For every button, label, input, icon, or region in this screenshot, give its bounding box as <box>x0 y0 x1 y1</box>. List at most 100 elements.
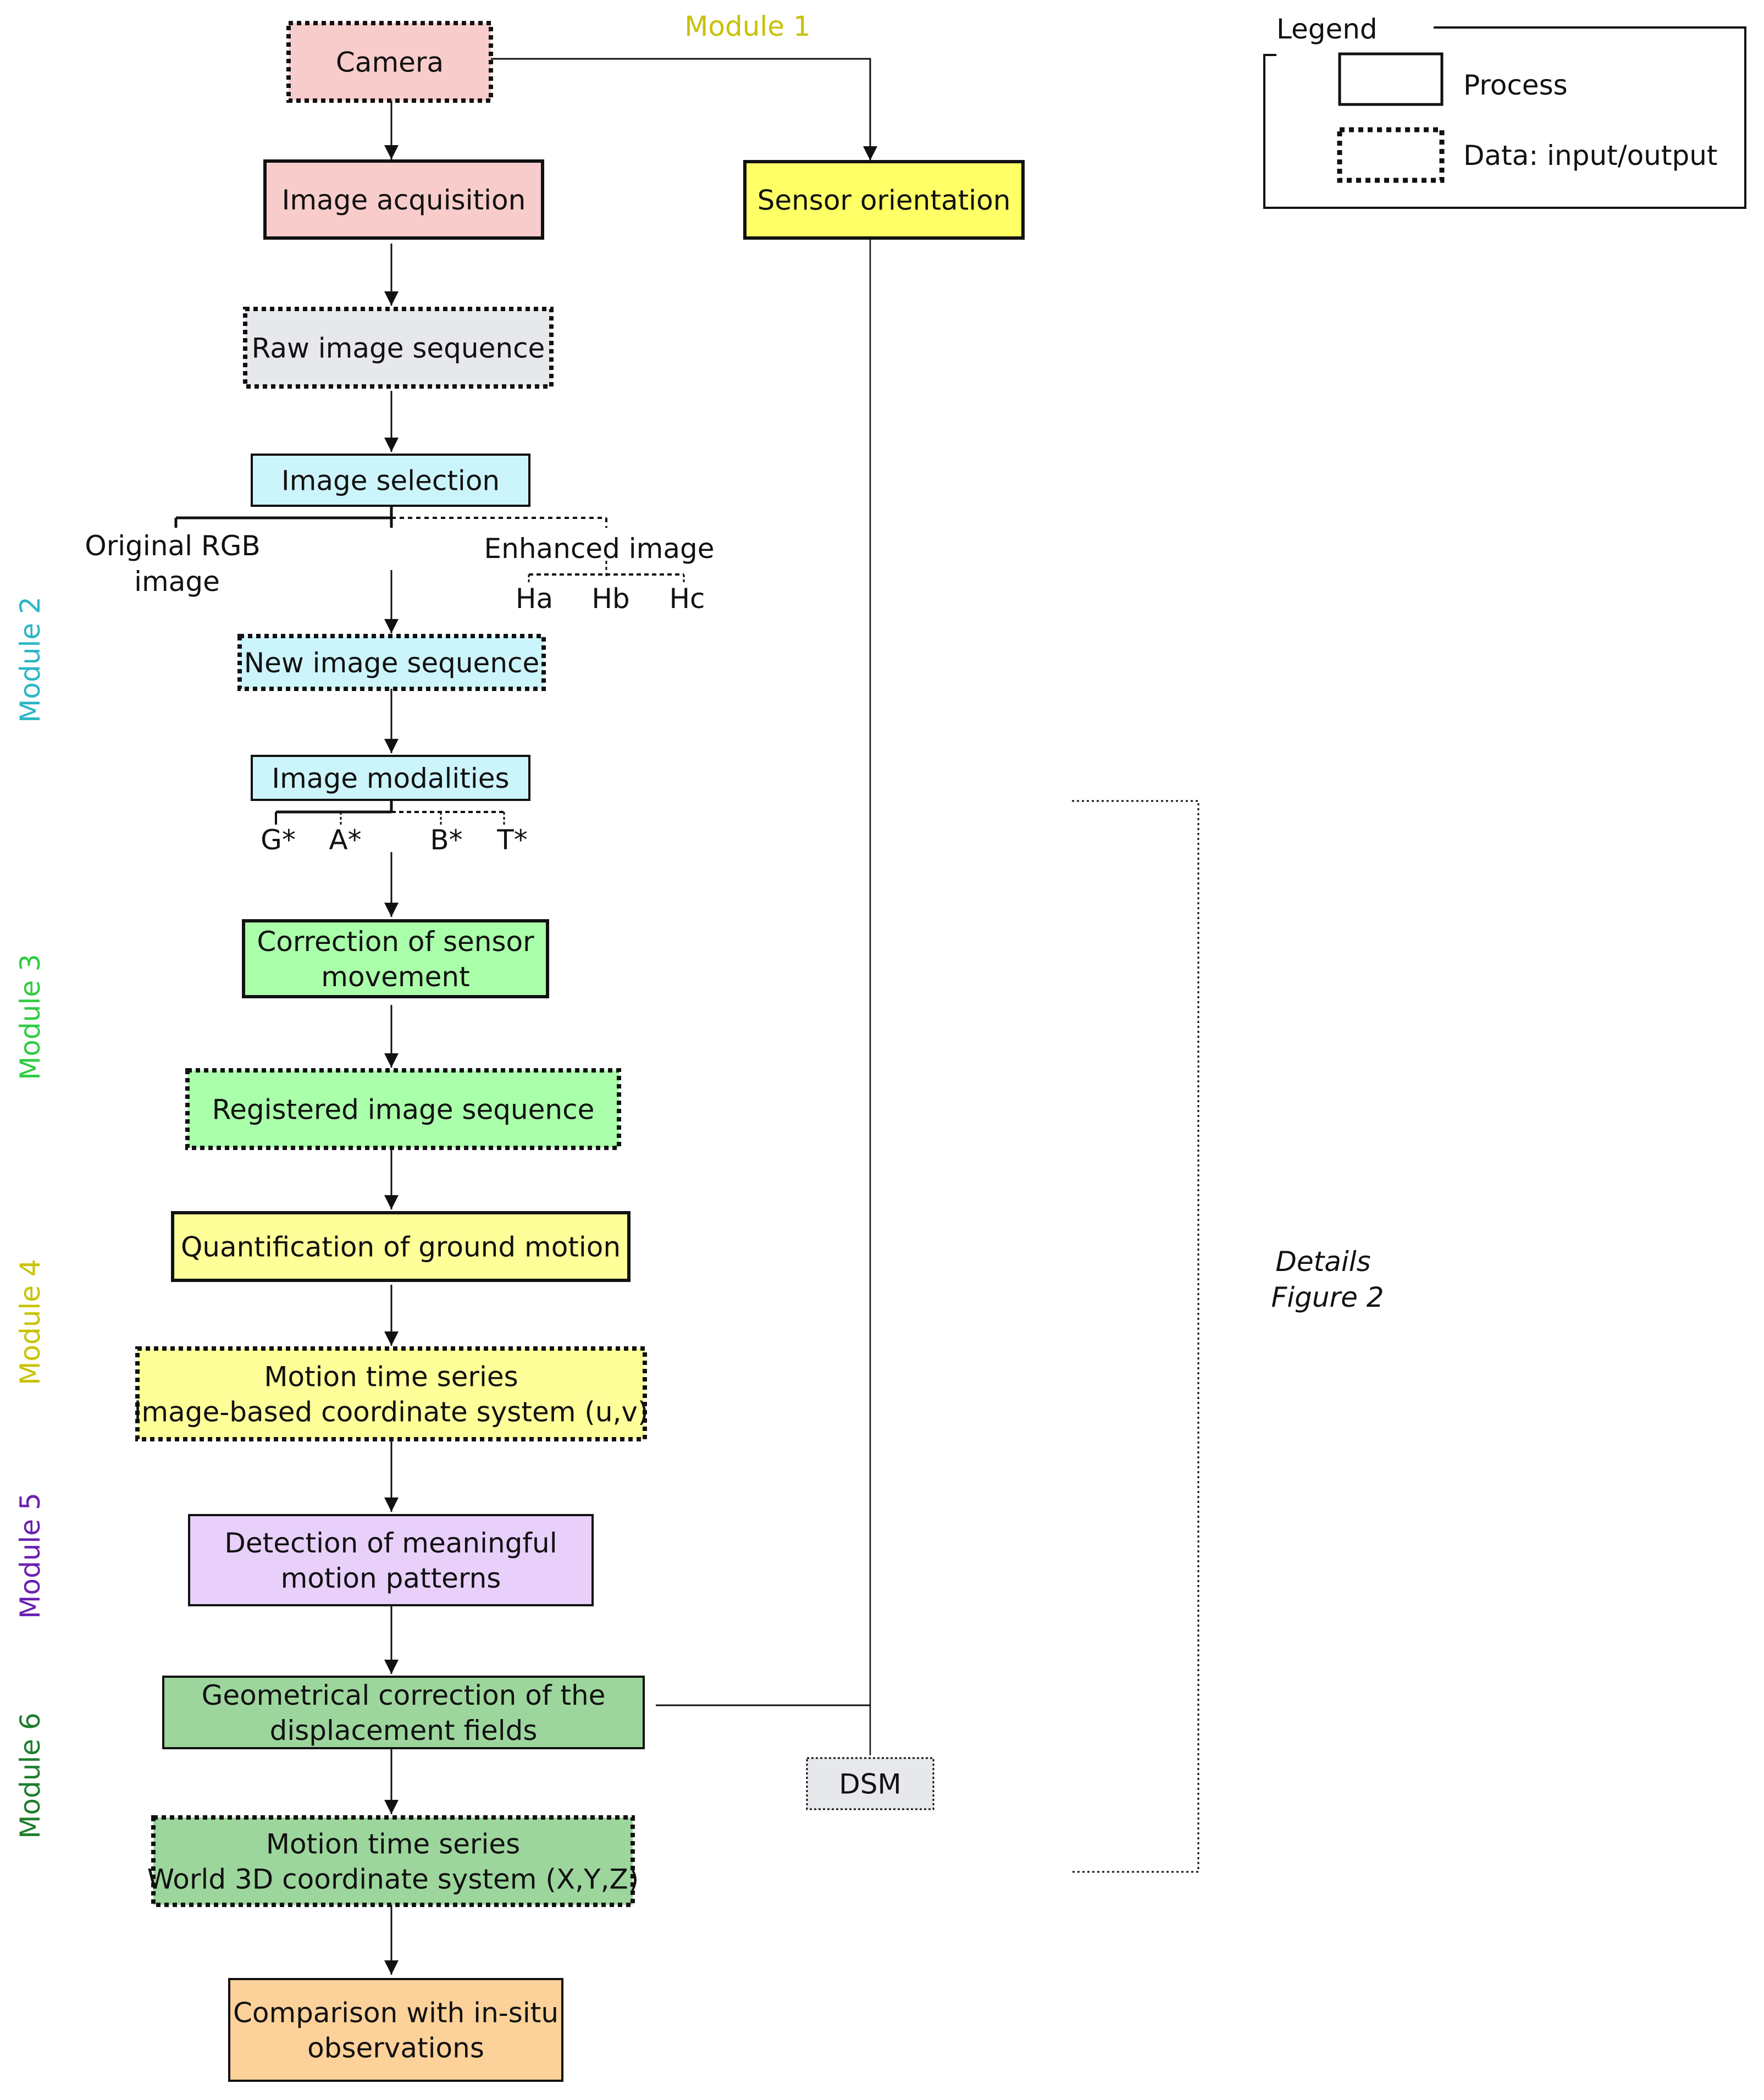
dsm-line: DSM <box>839 1769 901 1800</box>
registered-sequence-node: Registered image sequence <box>185 1068 621 1150</box>
image-acquisition-label: Image acquisition <box>282 184 526 216</box>
quantification-line: Quantification of ground motion <box>181 1231 621 1263</box>
details-note: Details Figure 2 <box>1271 1246 1384 1313</box>
geometrical-node: Geometrical correction of the displacemen… <box>162 1676 645 1749</box>
sensor-orientation-label: Sensor orientation <box>757 185 1011 217</box>
geometrical-line: displacement fields <box>270 1715 538 1747</box>
image-modalities-box <box>251 755 530 801</box>
camera-box <box>286 21 493 103</box>
raw-image-sequence-box <box>243 307 554 389</box>
a-label: A* <box>329 824 361 856</box>
legend-title: Legend <box>1276 13 1378 45</box>
comparison-box <box>228 1978 563 2082</box>
geometrical-label: Geometrical correction of the displacemen… <box>202 1679 606 1747</box>
image-modalities-node: Image modalities <box>251 755 530 801</box>
new-image-sequence-node: New image sequence <box>237 634 546 691</box>
image-selection-box <box>251 454 530 507</box>
enhanced-image-label: Enhanced image <box>484 533 715 565</box>
motion-xyz-line: World 3D coordinate system (X,Y,Z) <box>147 1864 639 1895</box>
quantification-node: Quantification of ground motion <box>171 1211 631 1282</box>
image-acquisition-line: Image acquisition <box>282 184 526 216</box>
dsm-label: DSM <box>839 1769 901 1800</box>
module-4-label: Module 4 <box>14 1259 46 1385</box>
g-label: G* <box>261 824 296 856</box>
module-6-label: Module 6 <box>14 1712 46 1839</box>
detection-line: Detection of meaningful <box>224 1527 557 1559</box>
image-selection-node: Image selection <box>251 454 530 507</box>
legend-data-label: Data: input/output <box>1463 140 1718 172</box>
module-5-label: Module 5 <box>14 1493 46 1619</box>
connectors <box>174 58 1199 1975</box>
motion-xyz-line: Motion time series <box>266 1828 520 1860</box>
legend-frame <box>1263 26 1746 209</box>
sensor-orientation-node: Sensor orientation <box>743 160 1025 240</box>
geometrical-line: Geometrical correction of the <box>202 1679 606 1711</box>
camera-line: Camera <box>336 47 444 79</box>
new-image-sequence-label: New image sequence <box>244 647 540 679</box>
module-2-label: Module 2 <box>14 596 46 723</box>
detection-box <box>188 1514 594 1606</box>
dsm-node: DSM <box>806 1757 934 1810</box>
camera-label: Camera <box>336 47 444 79</box>
dsm-box <box>806 1757 934 1810</box>
image-modalities-label: Image modalities <box>272 762 509 794</box>
raw-image-sequence-line: Raw image sequence <box>252 333 545 364</box>
comparison-line: Comparison with in-situ <box>233 1997 558 2029</box>
correction-sensor-line: Correction of sensor <box>257 926 534 958</box>
raw-image-sequence-node: Raw image sequence <box>243 307 554 389</box>
image-acquisition-box <box>263 159 544 240</box>
details-bracket <box>1072 800 1199 1873</box>
sensor-orientation-box <box>743 160 1025 240</box>
comparison-line: observations <box>307 2032 484 2064</box>
geometrical-box <box>162 1676 645 1749</box>
registered-sequence-label: Registered image sequence <box>212 1094 595 1126</box>
sensor-orientation-line: Sensor orientation <box>757 185 1011 217</box>
module-3-label: Module 3 <box>14 954 46 1080</box>
raw-image-sequence-label: Raw image sequence <box>252 333 545 364</box>
t-label: T* <box>496 824 528 856</box>
legend-process-label: Process <box>1463 69 1568 101</box>
registered-sequence-line: Registered image sequence <box>212 1094 595 1126</box>
registered-sequence-box <box>185 1068 621 1150</box>
hb-label: Hb <box>591 583 629 615</box>
image-selection-line: Image selection <box>281 465 500 497</box>
legend: Legend Process Data: input/output <box>1263 13 1746 209</box>
motion-uv-line: image-based coordinate system (u,v) <box>134 1396 648 1428</box>
module-labels: Module 1 Module 2 Module 3 Module 4 Modu… <box>14 10 811 1839</box>
hc-label: Hc <box>669 583 705 615</box>
correction-sensor-line: movement <box>321 961 469 993</box>
legend-data-swatch <box>1337 127 1445 183</box>
image-selection-label: Image selection <box>281 465 500 497</box>
quantification-label: Quantification of ground motion <box>181 1231 621 1263</box>
image-modalities-line: Image modalities <box>272 762 509 794</box>
motion-uv-line: Motion time series <box>264 1361 518 1393</box>
module-1-label: Module 1 <box>684 10 811 42</box>
b-label: B* <box>430 824 462 856</box>
detection-line: motion patterns <box>281 1562 501 1594</box>
ha-label: Ha <box>516 583 553 615</box>
branch-labels: Original RGB image Enhanced image Ha Hb … <box>85 530 714 856</box>
connector-camera-sensor <box>491 58 877 161</box>
nodes: Camera Image acquisition Sensor orientat… <box>134 21 1025 2082</box>
legend-process-swatch <box>1338 52 1444 106</box>
motion-xyz-box <box>151 1815 635 1907</box>
original-rgb-label: Original RGB image <box>85 530 269 598</box>
image-acquisition-node: Image acquisition <box>263 159 544 240</box>
correction-sensor-box <box>242 919 549 998</box>
motion-uv-box <box>135 1346 647 1441</box>
new-image-sequence-line: New image sequence <box>244 647 540 679</box>
new-image-sequence-box <box>237 634 546 691</box>
quantification-box <box>171 1211 631 1282</box>
camera-node: Camera <box>286 21 493 103</box>
